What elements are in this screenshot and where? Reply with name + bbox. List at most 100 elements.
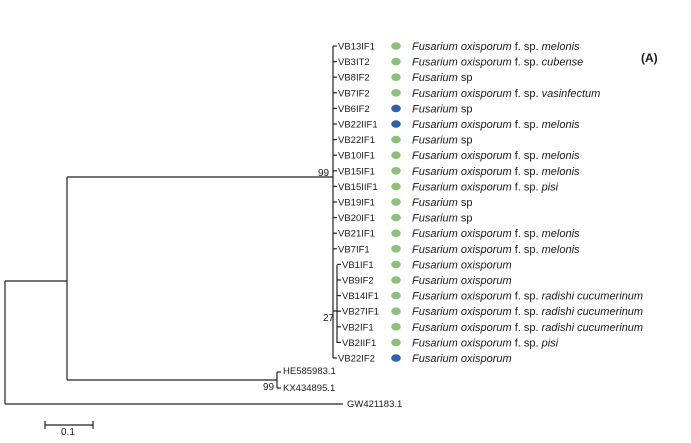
species-name-part: f. sp. <box>512 166 542 178</box>
species-name: Fusarium oxisporum <box>412 353 512 365</box>
leaf-code: VB3IT2 <box>338 57 370 68</box>
species-name-part: f. sp. <box>512 41 542 53</box>
leaf-code: VB1IF1 <box>342 260 374 271</box>
leaf-code: VB14IF1 <box>342 291 379 302</box>
green-marker-icon <box>391 338 401 347</box>
species-name-part: Fusarium oxisporum <box>412 150 512 162</box>
species-name-part: f. sp. <box>512 119 542 131</box>
species-name-part: melonis <box>542 166 580 178</box>
species-name-part: sp <box>458 135 473 147</box>
leaf-code: VB7IF2 <box>338 88 370 99</box>
green-marker-icon <box>391 57 401 66</box>
species-name: Fusarium sp <box>412 72 473 84</box>
species-name-part: radishi cucumerinum <box>542 306 643 318</box>
species-name-part: f. sp. <box>512 57 542 69</box>
green-marker-icon <box>391 73 401 81</box>
species-name-part: melonis <box>542 228 580 240</box>
leaf-code: VB22IF1 <box>338 135 375 146</box>
species-name-part: Fusarium oxisporum <box>412 88 512 100</box>
scale-bar-line <box>44 421 94 429</box>
species-name-part: melonis <box>542 150 580 162</box>
bootstrap-value-ingroup: 99 <box>318 168 330 179</box>
species-name: Fusarium sp <box>412 213 473 225</box>
species-name-part: Fusarium <box>412 213 458 225</box>
leaf-code: VB19IF1 <box>338 198 375 209</box>
species-name-part: f. sp. <box>512 181 542 193</box>
species-name-part: Fusarium oxisporum <box>412 244 512 256</box>
species-name: Fusarium sp <box>412 135 473 147</box>
species-name-part: f. sp. <box>512 244 542 256</box>
leaf-code: VB22IF2 <box>338 354 375 365</box>
species-name: Fusarium oxisporum f. sp. melonis <box>412 150 580 162</box>
species-name: Fusarium oxisporum f. sp. melonis <box>412 228 580 240</box>
leaf-code: VB2IIF1 <box>342 338 376 349</box>
species-name-part: Fusarium oxisporum <box>412 275 512 287</box>
blue-marker-icon <box>391 354 401 362</box>
species-name-part: cubense <box>542 57 584 69</box>
species-name: Fusarium oxisporum f. sp. melonis <box>412 119 580 131</box>
green-marker-icon <box>391 182 401 191</box>
species-name-part: Fusarium <box>412 135 458 147</box>
leaf-code: VB8IF2 <box>338 73 370 84</box>
species-name-part: f. sp. <box>512 337 542 349</box>
species-name-part: pisi <box>541 337 559 349</box>
species-name-part: Fusarium oxisporum <box>412 353 512 365</box>
panel-label: (A) <box>641 51 658 65</box>
green-marker-icon <box>391 245 401 253</box>
green-marker-icon <box>391 135 401 144</box>
leaf-code: VB22IIF1 <box>338 120 378 131</box>
species-name-part: Fusarium oxisporum <box>412 228 512 240</box>
species-name: Fusarium sp <box>412 197 473 209</box>
leaf-code-gw421183: GW421183.1 <box>347 399 402 410</box>
species-name-part: f. sp. <box>512 291 542 303</box>
species-name-part: sp <box>458 197 473 209</box>
species-name: Fusarium oxisporum f. sp. cubense <box>412 57 583 69</box>
green-marker-icon <box>391 276 401 284</box>
leaf-code: VB15IF1 <box>338 166 375 177</box>
species-name-part: f. sp. <box>512 88 542 100</box>
green-marker-icon <box>391 42 401 50</box>
species-name-part: Fusarium oxisporum <box>412 57 512 69</box>
species-name-part: melonis <box>542 244 580 256</box>
reference-leaves: HE585983.1 KX434895.1 GW421183.1 <box>283 366 402 410</box>
green-marker-icon <box>391 260 401 269</box>
species-name-part: radishi cucumerinum <box>542 322 643 334</box>
species-name-part: sp <box>458 72 473 84</box>
species-name-part: Fusarium oxisporum <box>412 119 512 131</box>
green-marker-icon <box>391 229 401 237</box>
species-name-part: Fusarium oxisporum <box>412 306 512 318</box>
leaf-code: VB15IIF1 <box>338 182 378 193</box>
leaf-code: VB9IF2 <box>342 276 374 287</box>
species-name-part: Fusarium oxisporum <box>412 259 512 271</box>
species-name: Fusarium oxisporum f. sp. radishi cucume… <box>412 306 643 318</box>
species-name-part: Fusarium oxisporum <box>412 291 512 303</box>
species-name-part: melonis <box>542 41 580 53</box>
species-name-part: Fusarium oxisporum <box>412 166 512 178</box>
green-marker-icon <box>391 167 401 175</box>
green-marker-icon <box>391 213 401 222</box>
green-marker-icon <box>391 151 401 159</box>
species-name-part: f. sp. <box>512 228 542 240</box>
green-marker-icon <box>391 323 401 331</box>
leaf-code: VB27IF1 <box>342 307 379 318</box>
species-name: Fusarium oxisporum f. sp. radishi cucume… <box>412 291 643 303</box>
species-name-part: f. sp. <box>512 150 542 162</box>
green-marker-icon <box>391 89 401 97</box>
leaf-code: VB6IF2 <box>338 104 370 115</box>
species-name-part: pisi <box>541 181 559 193</box>
species-name: Fusarium oxisporum f. sp. vasinfectum <box>412 88 600 100</box>
species-name: Fusarium oxisporum f. sp. pisi <box>412 337 559 349</box>
leaf-code: VB2IF1 <box>342 322 374 333</box>
leaf-code: VB7IF1 <box>338 244 370 255</box>
leaf-code-he585983: HE585983.1 <box>283 366 336 377</box>
species-name: Fusarium oxisporum f. sp. melonis <box>412 41 580 53</box>
species-name-part: vasinfectum <box>542 88 601 100</box>
green-marker-icon <box>391 291 401 300</box>
leaf-code: VB20IF1 <box>338 213 375 224</box>
species-name: Fusarium sp <box>412 103 473 115</box>
species-name: Fusarium oxisporum <box>412 259 512 271</box>
species-name-part: Fusarium oxisporum <box>412 337 512 349</box>
green-marker-icon <box>391 198 401 206</box>
